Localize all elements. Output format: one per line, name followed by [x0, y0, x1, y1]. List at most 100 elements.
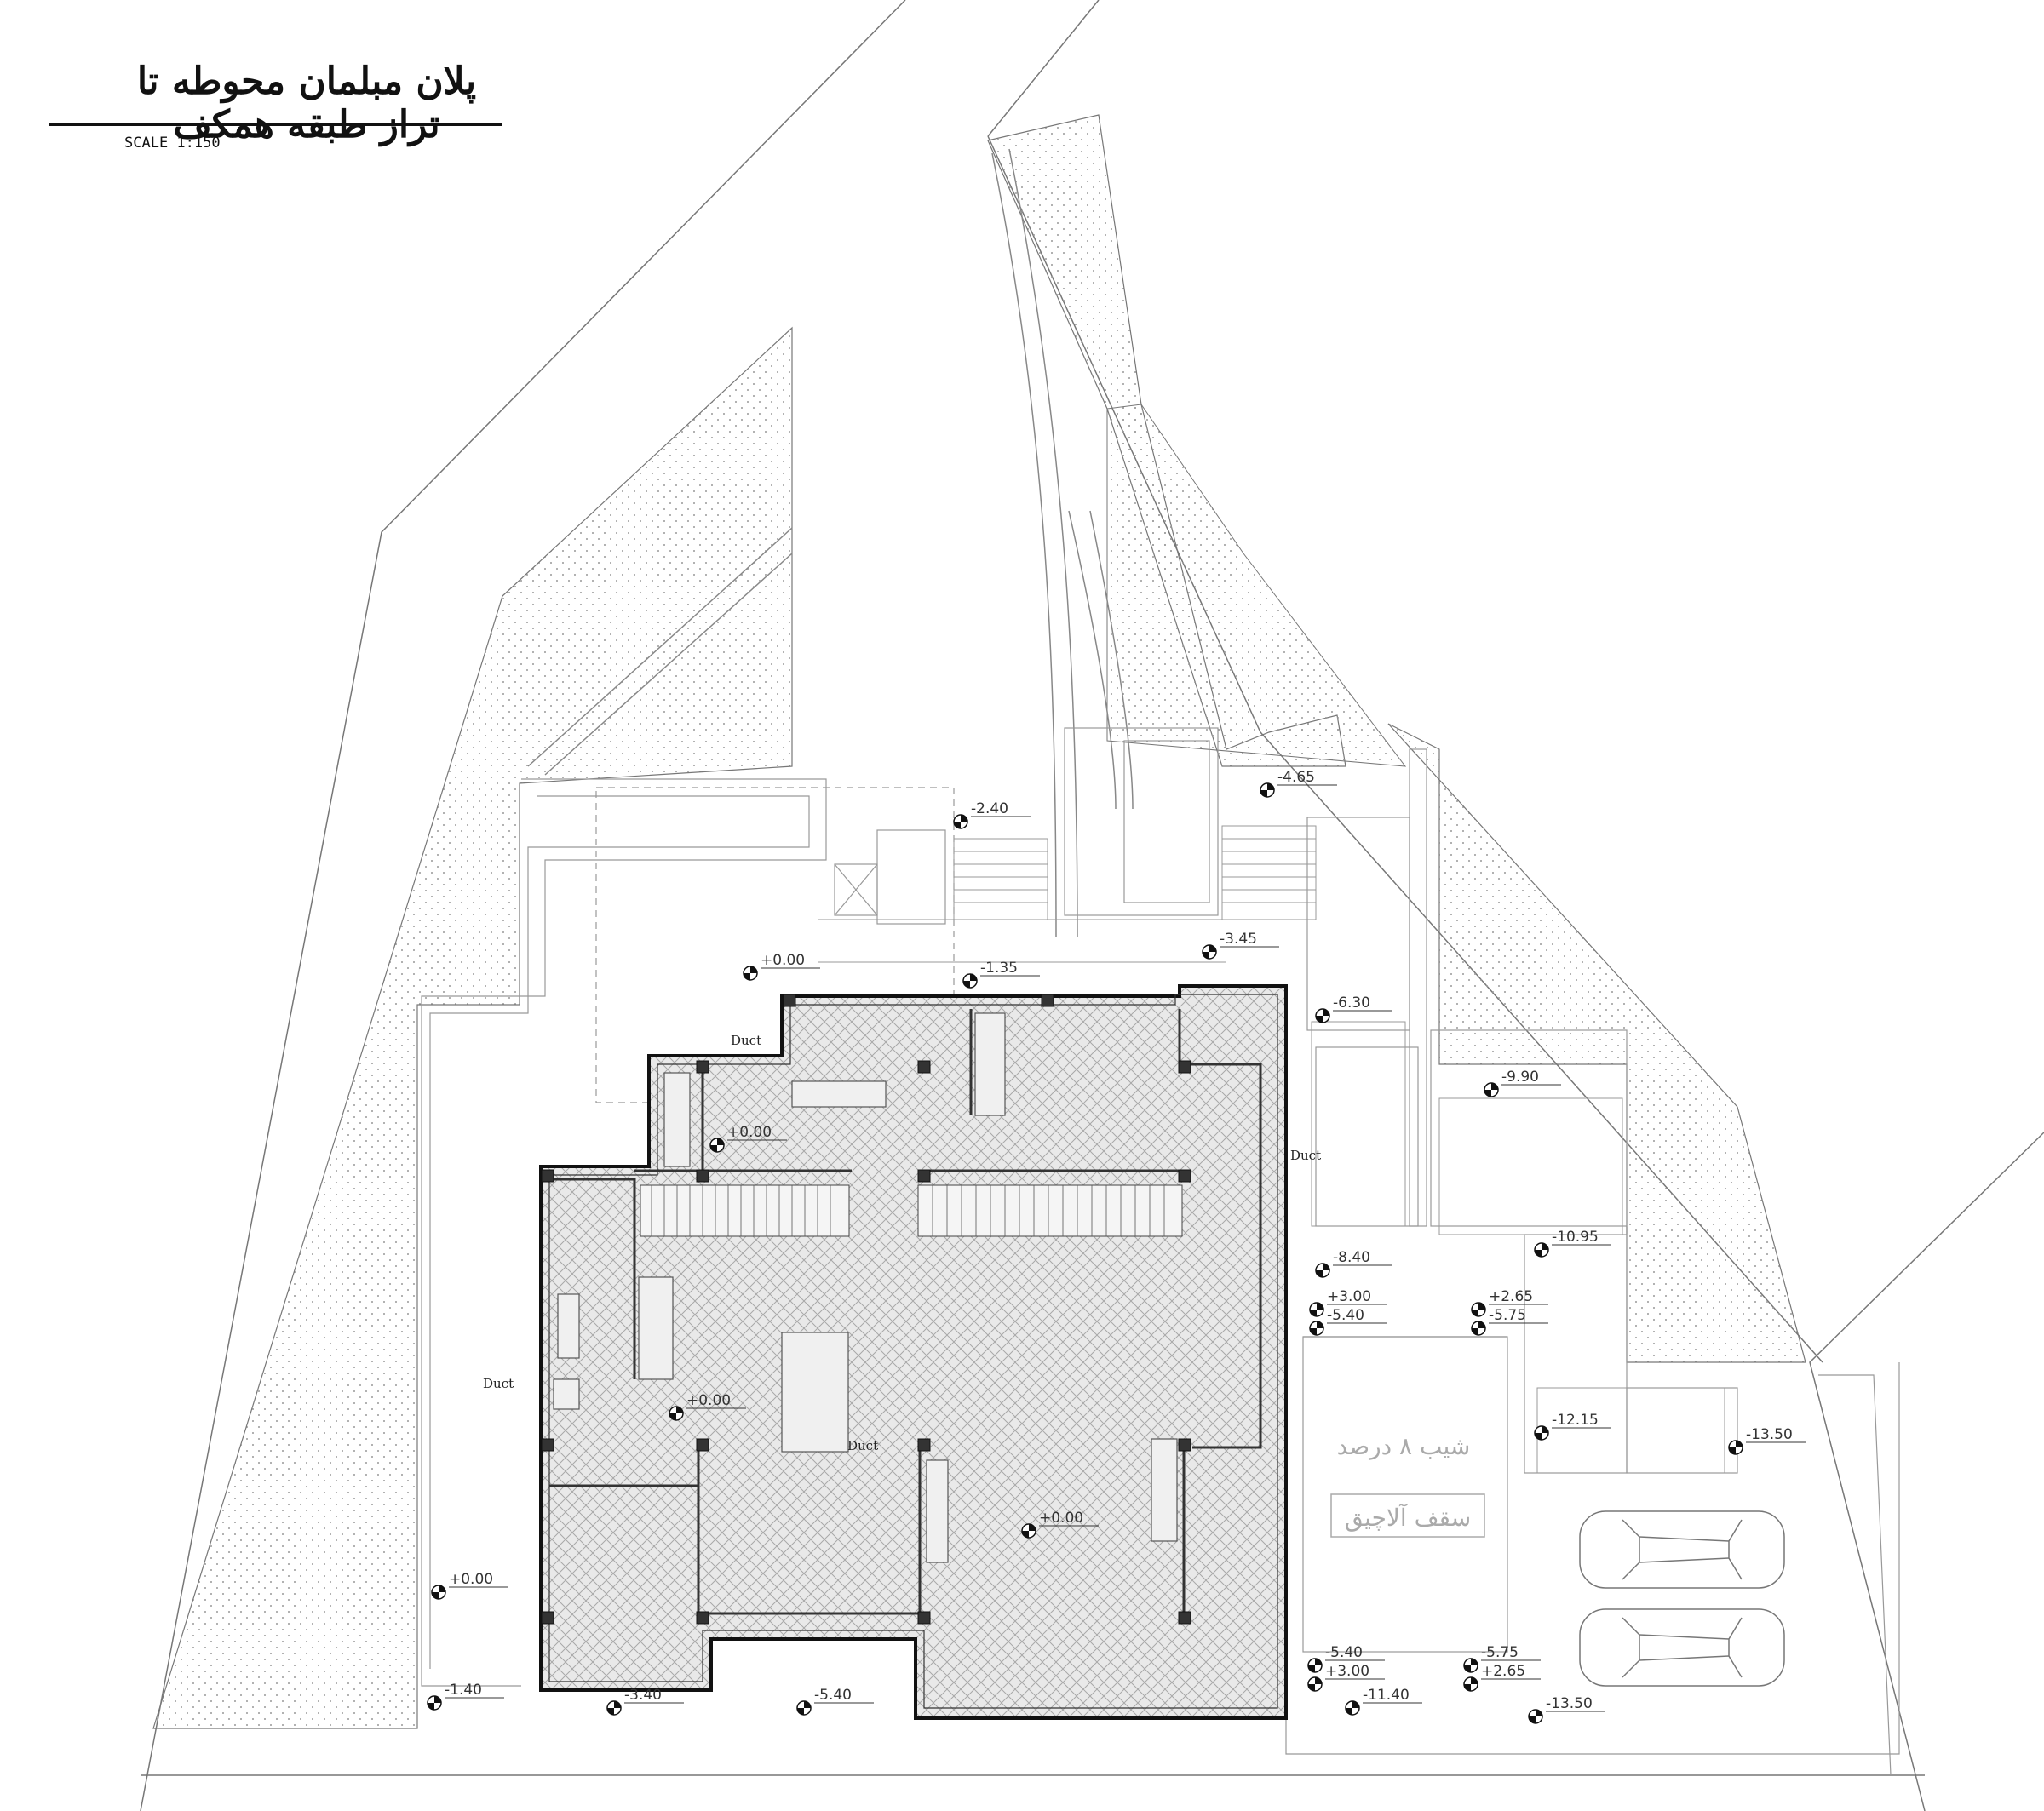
level-marker: -10.95 — [1534, 1229, 1611, 1258]
level-marker: +0.00 — [743, 952, 820, 981]
level-value: -5.40 — [814, 1687, 852, 1704]
level-value: -2.40 — [971, 800, 1008, 817]
level-value: +0.00 — [727, 1124, 772, 1141]
level-value: +2.65 — [1489, 1288, 1533, 1305]
level-symbol-icon — [1528, 1709, 1543, 1724]
duct-label: Duct — [1290, 1148, 1321, 1163]
level-value: -11.40 — [1363, 1687, 1410, 1704]
level-symbol-icon — [431, 1585, 446, 1600]
level-marker: -11.40 — [1345, 1687, 1422, 1716]
exterior-stairs — [818, 825, 1725, 1474]
level-value: +0.00 — [686, 1392, 731, 1409]
level-symbol-icon — [1345, 1700, 1360, 1716]
parked-car-2 — [1579, 1608, 1785, 1687]
pergola-label-box — [1330, 1493, 1485, 1538]
level-symbol-icon — [1309, 1302, 1324, 1317]
level-value: +0.00 — [761, 952, 805, 969]
level-marker: -6.30 — [1315, 994, 1392, 1023]
main-building — [539, 984, 1288, 1720]
level-marker: +0.00 — [431, 1571, 508, 1600]
level-value: -13.50 — [1546, 1695, 1593, 1712]
level-symbol-icon — [953, 814, 968, 829]
level-symbol-icon — [1021, 1523, 1036, 1539]
level-marker: -5.75 — [1463, 1644, 1541, 1673]
level-marker: -1.40 — [427, 1682, 504, 1711]
level-symbol-icon — [1307, 1676, 1323, 1692]
level-symbol-icon — [1315, 1263, 1330, 1278]
duct-label: Duct — [847, 1438, 878, 1453]
level-symbol-icon — [1463, 1676, 1478, 1692]
level-symbol-icon — [1484, 1082, 1499, 1097]
level-marker: +2.65 — [1471, 1288, 1548, 1317]
title-underline — [49, 123, 502, 126]
level-marker: -4.65 — [1260, 769, 1337, 798]
level-value: -5.40 — [1325, 1644, 1363, 1661]
level-symbol-icon — [962, 973, 978, 989]
level-marker: -8.40 — [1315, 1249, 1392, 1278]
drawing-title: پلان مبلمان محوطه تا تراز طبقه همکف — [136, 60, 477, 146]
level-value: -9.90 — [1501, 1069, 1539, 1086]
level-marker: -5.40 — [1307, 1644, 1385, 1673]
level-marker: +2.65 — [1463, 1663, 1541, 1692]
pergola-roof-label: سقف آلاچیق — [1345, 1503, 1471, 1532]
level-marker: -13.50 — [1728, 1426, 1806, 1455]
level-marker: -9.90 — [1484, 1069, 1561, 1097]
level-value: -12.15 — [1552, 1412, 1599, 1429]
level-symbol-icon — [796, 1700, 812, 1716]
level-marker: -3.45 — [1202, 931, 1279, 960]
level-value: +0.00 — [449, 1571, 493, 1588]
parked-car-1 — [1579, 1510, 1785, 1589]
level-marker: +0.00 — [709, 1124, 787, 1153]
level-symbol-icon — [709, 1138, 725, 1153]
level-value: -8.40 — [1333, 1249, 1370, 1266]
level-value: -13.50 — [1746, 1426, 1793, 1443]
ramp-slope-label: شیب ۸ درصد — [1337, 1432, 1471, 1460]
level-value: -5.40 — [1327, 1307, 1364, 1324]
level-symbol-icon — [606, 1700, 622, 1716]
level-symbol-icon — [1309, 1321, 1324, 1336]
level-symbol-icon — [1728, 1440, 1743, 1455]
level-value: +3.00 — [1325, 1663, 1369, 1680]
level-symbol-icon — [1260, 782, 1275, 798]
level-value: -3.45 — [1220, 931, 1257, 948]
level-marker: -1.35 — [962, 960, 1040, 989]
level-symbol-icon — [669, 1406, 684, 1421]
level-marker: -3.40 — [606, 1687, 684, 1716]
level-symbol-icon — [1471, 1321, 1486, 1336]
level-value: +0.00 — [1039, 1510, 1083, 1527]
level-markers: -4.65 -2.40 -3.45 +0.00 -1.35 -6.30 -9.90 +0.00… — [427, 769, 1806, 1724]
level-value: +2.65 — [1481, 1663, 1525, 1680]
duct-label: Duct — [731, 1033, 761, 1048]
drawing-scale: SCALE 1:150 — [124, 135, 221, 152]
level-value: -6.30 — [1333, 994, 1370, 1012]
level-marker: +0.00 — [669, 1392, 746, 1421]
level-value: -5.75 — [1481, 1644, 1519, 1661]
driveway-curves — [527, 148, 1134, 937]
level-symbol-icon — [427, 1695, 442, 1711]
level-value: -4.65 — [1278, 769, 1315, 786]
level-marker: -2.40 — [953, 800, 1031, 829]
level-value: -3.40 — [624, 1687, 662, 1704]
parking-ramp — [1285, 748, 1900, 1776]
level-value: -10.95 — [1552, 1229, 1599, 1246]
level-symbol-icon — [1471, 1302, 1486, 1317]
level-marker: -13.50 — [1528, 1695, 1605, 1724]
level-value: +3.00 — [1327, 1288, 1371, 1305]
level-marker: +0.00 — [1021, 1510, 1099, 1539]
duct-label: Duct — [483, 1376, 514, 1391]
level-marker: +3.00 — [1309, 1288, 1387, 1317]
level-marker: -5.40 — [796, 1687, 874, 1716]
level-marker: -5.40 — [1309, 1307, 1387, 1336]
level-marker: -5.75 — [1471, 1307, 1548, 1336]
level-marker: +3.00 — [1307, 1663, 1385, 1692]
level-symbol-icon — [1315, 1008, 1330, 1023]
level-symbol-icon — [1202, 944, 1217, 960]
level-marker: -12.15 — [1534, 1412, 1611, 1441]
landscape-planting — [152, 114, 1806, 1729]
level-symbol-icon — [743, 966, 758, 981]
level-symbol-icon — [1463, 1658, 1478, 1673]
level-symbol-icon — [1307, 1658, 1323, 1673]
level-value: -1.35 — [980, 960, 1018, 977]
